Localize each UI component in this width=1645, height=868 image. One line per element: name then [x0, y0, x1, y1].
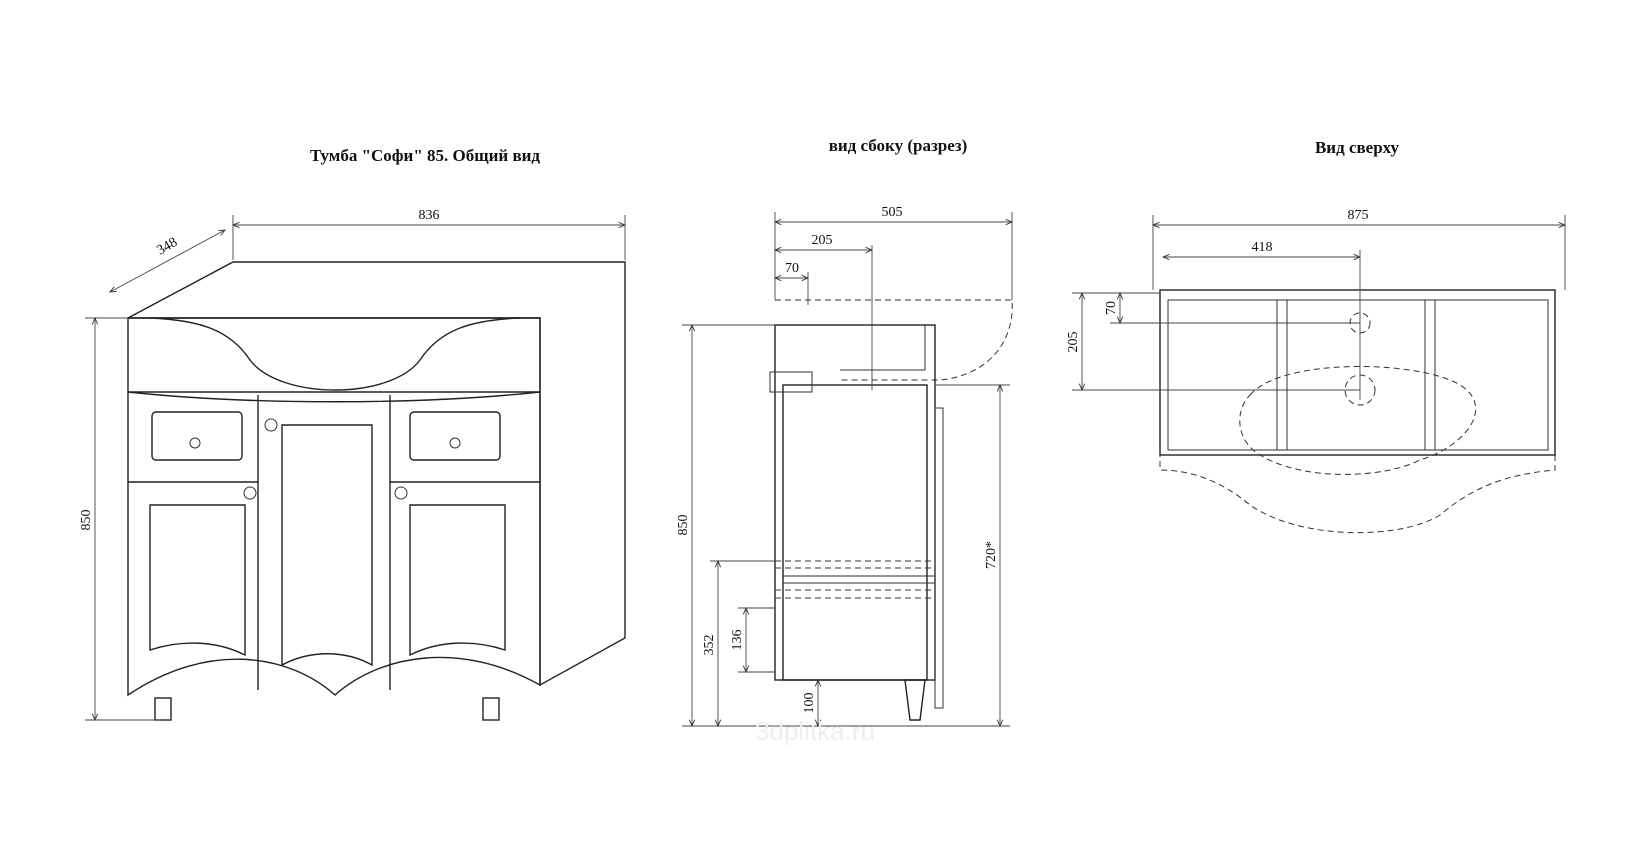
top-view-drawing: 875 418 70 205 [1066, 208, 1565, 534]
dim-side-70: 70 [785, 261, 799, 276]
dim-top-70: 70 [1104, 301, 1119, 315]
title-general-view: Тумба "Софи" 85. Общий вид [310, 146, 540, 165]
side-view-drawing: 505 205 70 850 720* 352 136 100 [676, 205, 1012, 726]
dim-side-100: 100 [802, 693, 817, 714]
dim-depth-348: 348 [155, 235, 181, 258]
general-view-drawing: 836 348 850 [79, 208, 625, 720]
title-top-view: Вид сверху [1315, 138, 1400, 157]
dim-top-875: 875 [1348, 208, 1369, 223]
dim-height-850: 850 [79, 510, 94, 531]
watermark: 3dplitka.ru [755, 716, 875, 746]
dim-top-205: 205 [1066, 332, 1081, 353]
dim-side-850: 850 [676, 515, 691, 536]
dim-side-352: 352 [702, 635, 717, 656]
dim-width-836: 836 [419, 208, 440, 223]
title-side-view: вид сбоку (разрез) [829, 136, 968, 155]
dim-side-505: 505 [882, 205, 903, 220]
dim-side-205: 205 [812, 233, 833, 248]
dim-side-136: 136 [730, 630, 745, 651]
dim-top-418: 418 [1252, 240, 1273, 255]
dim-side-720: 720* [984, 541, 999, 569]
